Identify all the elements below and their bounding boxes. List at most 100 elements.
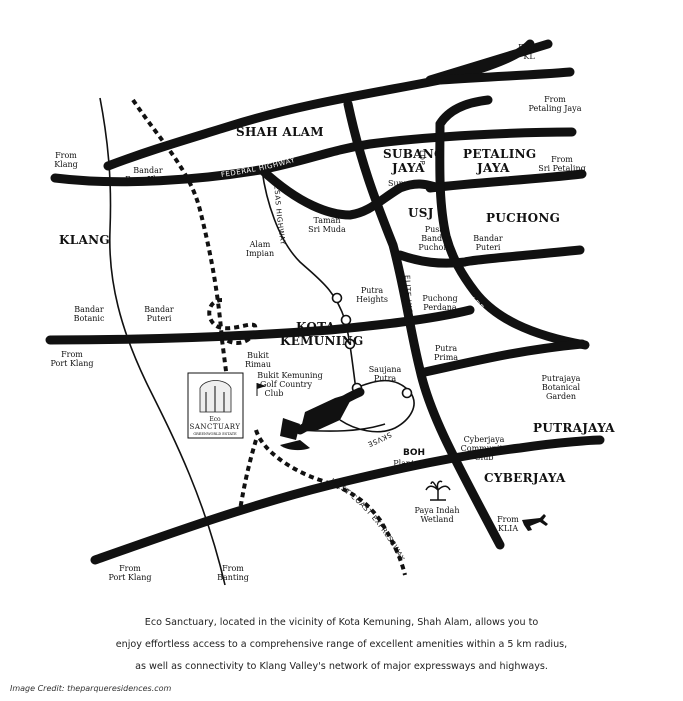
- sunway-label: Sunway: [388, 179, 420, 188]
- bandar-puteri-puchong-line2: Puteri: [476, 243, 501, 252]
- putrajaya-road: [420, 339, 587, 377]
- ldp-road: [435, 119, 590, 350]
- puchong-link-road: [395, 245, 585, 268]
- svg-text:WEST COAST EXPRESSWAY: WEST COAST EXPRESSWAY: [329, 477, 406, 563]
- eco-sanctuary-site: [280, 392, 355, 451]
- saujana-connector: [339, 379, 415, 433]
- sri-petaling-road: [425, 169, 587, 193]
- boh-logo: BOH: [403, 448, 425, 458]
- area-subang-jaya-line1: SUBANG: [383, 147, 445, 161]
- putrajaya-botanical-line3: Garden: [546, 392, 576, 401]
- pusat-bandar-puchong-line1: Pusat: [425, 225, 448, 234]
- from-klang-line2: Klang: [54, 160, 78, 169]
- bukit-rimau-line1: Bukit: [247, 351, 269, 360]
- area-usj: USJ: [408, 206, 434, 220]
- from-pj-line1: From: [544, 95, 566, 104]
- bukit-rimau-line2: Rimau: [245, 360, 271, 369]
- puchong-perdana-line2: Perdana: [423, 303, 457, 312]
- railway-banting: [238, 439, 258, 511]
- alam-impian-line1: Alam: [249, 240, 271, 249]
- area-klang: KLANG: [59, 233, 110, 247]
- map-caption: Eco Sanctuary, located in the vicinity o…: [0, 612, 683, 678]
- logo-line2: SANCTUARY: [190, 423, 241, 431]
- caption-line1: Eco Sanctuary, located in the vicinity o…: [144, 617, 539, 628]
- airplane-icon: [522, 514, 548, 531]
- skvse-label: SKVSE: [366, 430, 392, 448]
- paya-indah-line2: Wetland: [420, 515, 453, 524]
- cyberjaya-club-line3: Club: [475, 453, 494, 462]
- bandar-botanic-line1: Bandar: [74, 305, 104, 314]
- interchange-marker: [331, 292, 343, 304]
- area-subang-jaya-line2: JAYA: [391, 161, 425, 175]
- from-klia-line2: KLIA: [498, 524, 518, 533]
- area-shah-alam: SHAH ALAM: [236, 125, 324, 139]
- from-port-klang-bottom-line1: From: [119, 564, 141, 573]
- pusat-bandar-puchong-line2: Bandar: [421, 234, 451, 243]
- bandar-puteri-puchong-line1: Bandar: [473, 234, 503, 243]
- paya-indah-line1: Paya Indah: [415, 506, 460, 515]
- location-map: Eco SANCTUARY GREENWORLD ESTATE NKVE FED…: [45, 39, 615, 586]
- from-port-klang-top-line1: From: [61, 350, 83, 359]
- from-sri-petaling-line1: From: [551, 155, 573, 164]
- kota-kemuning-road: [45, 305, 475, 345]
- golf-flag-icon: [256, 383, 266, 396]
- svg-text:LDP: LDP: [418, 150, 426, 165]
- ldp-vertical-label: LDP: [418, 150, 425, 165]
- area-labels: SHAH ALAM SUBANG JAYA PETALING JAYA USJ …: [59, 125, 615, 485]
- from-klang-line1: From: [55, 151, 77, 160]
- area-petaling-jaya-line1: PETALING: [463, 147, 536, 161]
- putra-heights-line2: Heights: [356, 295, 388, 304]
- bandar-puteri-klang-line2: Puteri: [147, 314, 172, 323]
- image-credit: Image Credit: theparqueresidences.com: [10, 684, 172, 693]
- area-kota-kemuning-line1: KOTA: [296, 320, 336, 334]
- from-port-klang-bottom-line2: Port Klang: [108, 573, 151, 582]
- bukit-kemuning-line2: Golf Country: [260, 380, 313, 389]
- nkve-east-road: [435, 67, 575, 85]
- bandar-baru-klang-line2: Baru Klang: [125, 175, 171, 184]
- bandar-botanic-line2: Botanic: [74, 314, 105, 323]
- cyberjaya-club-line2: Community: [461, 444, 508, 453]
- svg-text:KESAS: KESAS: [288, 283, 313, 306]
- caption-line3: as well as connectivity to Klang Valley'…: [135, 661, 548, 672]
- southern-highway-road: [90, 435, 605, 565]
- area-puchong: PUCHONG: [486, 211, 560, 225]
- saujana-putra-line2: Putra: [374, 374, 397, 383]
- palm-tree-icon: [425, 480, 451, 501]
- ldp-north-road: [435, 95, 493, 129]
- putrajaya-botanical-line2: Botanical: [542, 383, 581, 392]
- from-pj-line2: Petaling Jaya: [529, 104, 582, 113]
- interchange-marker: [344, 338, 356, 350]
- caption-line2: enjoy effortless access to a comprehensi…: [115, 639, 568, 650]
- pusat-bandar-puchong-line3: Puchong: [418, 243, 453, 252]
- interchange-marker: [401, 387, 413, 399]
- from-kl-line2: KL: [523, 52, 535, 61]
- logo-line3: GREENWORLD ESTATE: [193, 432, 237, 436]
- railway-south: [254, 429, 407, 576]
- putra-prima-line1: Putra: [435, 344, 458, 353]
- railway-lines: [131, 98, 407, 576]
- bukit-kemuning-line1: Bukit Kemuning: [257, 371, 322, 380]
- elite-highway-road: [343, 99, 505, 550]
- bandar-baru-klang-line1: Bandar: [133, 166, 163, 175]
- area-cyberjaya: CYBERJAYA: [484, 471, 566, 485]
- kesas-label: KESAS: [288, 283, 312, 306]
- puchong-perdana-line1: Puchong: [422, 294, 457, 303]
- saujana-putra-line1: Saujana: [369, 365, 402, 374]
- putra-heights-line1: Putra: [361, 286, 384, 295]
- federal-highway-road: [50, 127, 577, 187]
- putrajaya-botanical-line1: Putrajaya: [542, 374, 581, 383]
- from-port-klang-top-line2: Port Klang: [50, 359, 93, 368]
- logo-line1: Eco: [209, 416, 221, 423]
- eco-sanctuary-logo: Eco SANCTUARY GREENWORLD ESTATE: [187, 372, 244, 439]
- bandar-puteri-klang-line1: Bandar: [144, 305, 174, 314]
- nkve-road: [103, 39, 553, 171]
- area-kota-kemuning-line2: KEMUNING: [280, 334, 364, 348]
- taman-sri-muda-line2: Sri Muda: [308, 225, 346, 234]
- cyberjaya-club-line1: Cyberjaya: [464, 435, 505, 444]
- bukit-kemuning-line3: Club: [265, 389, 284, 398]
- from-kl-line1: From: [518, 43, 540, 52]
- taman-sri-muda-line1: Taman: [314, 216, 341, 225]
- shah-alam-usj-road: [257, 165, 445, 220]
- west-coast-expressway-label: WEST COAST EXPRESSWAY: [329, 477, 406, 563]
- area-putrajaya: PUTRAJAYA: [533, 421, 615, 435]
